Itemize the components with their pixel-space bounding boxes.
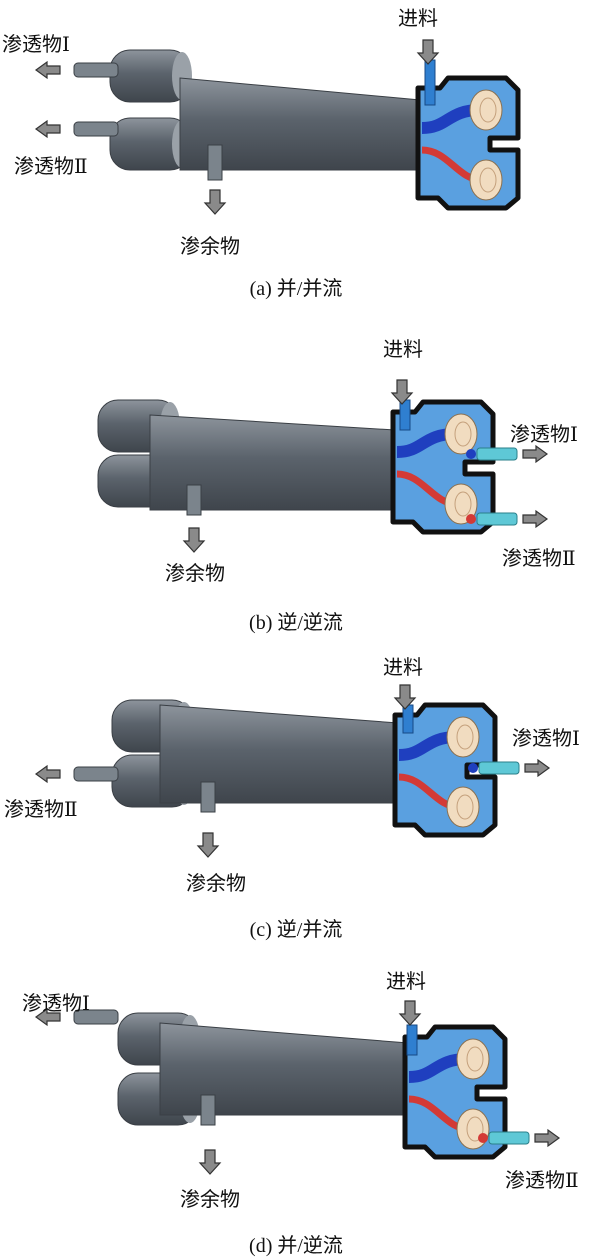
permeate-1-outlet <box>476 447 518 461</box>
permeate-1-arrow <box>524 758 551 778</box>
retentate-label: 渗余物 <box>180 1187 240 1211</box>
retentate-pipe <box>200 781 216 813</box>
upper-membrane-disc <box>444 413 478 455</box>
panel-b: 进料 渗透物Ⅰ 渗透物Ⅱ 渗余物 (b) 逆/逆流 <box>0 320 592 640</box>
permeate-1-label: 渗透物Ⅰ <box>510 422 578 446</box>
feed-label: 进料 <box>386 969 426 993</box>
upper-membrane-disc <box>446 716 480 758</box>
permeate-2-arrow <box>34 119 61 139</box>
feed-pipe <box>406 1024 418 1056</box>
retentate-pipe <box>200 1094 216 1126</box>
permeate-1-arrow <box>34 60 61 80</box>
retentate-pipe <box>186 484 202 516</box>
feed-arrow <box>393 684 417 710</box>
retentate-label: 渗余物 <box>186 871 246 895</box>
permeate-2-port <box>478 1133 488 1143</box>
permeate-1-arrow <box>34 1007 61 1027</box>
permeate-1-arrow <box>522 444 549 464</box>
disc-rim <box>456 794 474 820</box>
permeate-1-outlet <box>478 761 520 775</box>
permeate-2-outlet <box>73 121 119 137</box>
retentate-pipe <box>207 144 223 181</box>
permeate-2-label: 渗透物Ⅱ <box>14 154 88 178</box>
feed-arrow <box>390 379 414 405</box>
permeate-2-arrow <box>534 1128 561 1148</box>
disc-rim <box>466 1116 484 1142</box>
panel-a: 进料 渗透物Ⅰ 渗透物Ⅱ 渗余物 (a) 并/并流 <box>0 0 592 300</box>
module-drawing-b <box>97 379 549 553</box>
feed-arrow <box>398 1000 422 1026</box>
permeate-1-label: 渗透物Ⅰ <box>22 991 90 1015</box>
feed-label: 进料 <box>398 6 438 30</box>
permeate-1-label: 渗透物Ⅰ <box>512 726 580 750</box>
caption-c: (c) 逆/并流 <box>249 919 343 941</box>
disc-rim <box>479 97 497 123</box>
permeate-1-port <box>466 449 476 459</box>
upper-membrane-disc <box>456 1038 490 1080</box>
retentate-arrow <box>203 189 227 215</box>
module-drawing-c <box>34 684 551 858</box>
module-body <box>159 704 399 804</box>
disc-rim <box>466 1046 484 1072</box>
permeate-2-arrow <box>34 764 61 784</box>
upper-membrane-disc <box>469 89 503 131</box>
caption-a: (a) 并/并流 <box>249 278 343 300</box>
module-body <box>159 1022 409 1116</box>
panel-d: 进料 渗透物Ⅰ 渗透物Ⅱ 渗余物 (d) 并/逆流 <box>0 955 592 1257</box>
lower-membrane-disc <box>446 786 480 828</box>
module-drawing-a <box>34 39 521 215</box>
module-drawing-d <box>34 1000 561 1175</box>
permeate-1-outlet <box>73 62 119 78</box>
permeate-2-outlet <box>476 512 518 526</box>
lower-membrane-disc <box>456 1108 490 1150</box>
disc-rim <box>479 167 497 193</box>
retentate-arrow <box>182 527 206 553</box>
disc-rim <box>456 724 474 750</box>
feed-pipe <box>424 59 436 106</box>
feed-label: 进料 <box>383 655 423 679</box>
permeate-2-arrow <box>522 509 549 529</box>
permeate-2-label: 渗透物Ⅱ <box>502 546 576 570</box>
permeate-2-port <box>466 514 476 524</box>
permeate-2-outlet <box>73 766 119 782</box>
permeate-2-label: 渗透物Ⅱ <box>505 1168 579 1192</box>
retentate-label: 渗余物 <box>165 561 225 585</box>
caption-b: (b) 逆/逆流 <box>249 612 343 634</box>
disc-rim <box>454 421 472 447</box>
lower-membrane-disc <box>469 159 503 201</box>
retentate-arrow <box>198 1149 222 1175</box>
lower-membrane-disc <box>444 483 478 525</box>
disc-rim <box>454 491 472 517</box>
feed-arrow <box>416 39 440 65</box>
feed-pipe <box>399 399 411 431</box>
permeate-1-label: 渗透物Ⅰ <box>2 32 70 56</box>
retentate-arrow <box>196 832 220 858</box>
retentate-label: 渗余物 <box>180 234 240 258</box>
permeate-1-outlet <box>73 1009 119 1025</box>
permeate-1-port <box>468 763 478 773</box>
feed-label: 进料 <box>383 337 423 361</box>
caption-d: (d) 并/逆流 <box>249 1235 343 1257</box>
permeate-2-label: 渗透物Ⅱ <box>4 797 78 821</box>
panel-c: 进料 渗透物Ⅰ 渗透物Ⅱ 渗余物 (c) 逆/并流 <box>0 645 592 945</box>
permeate-2-outlet <box>488 1131 530 1145</box>
